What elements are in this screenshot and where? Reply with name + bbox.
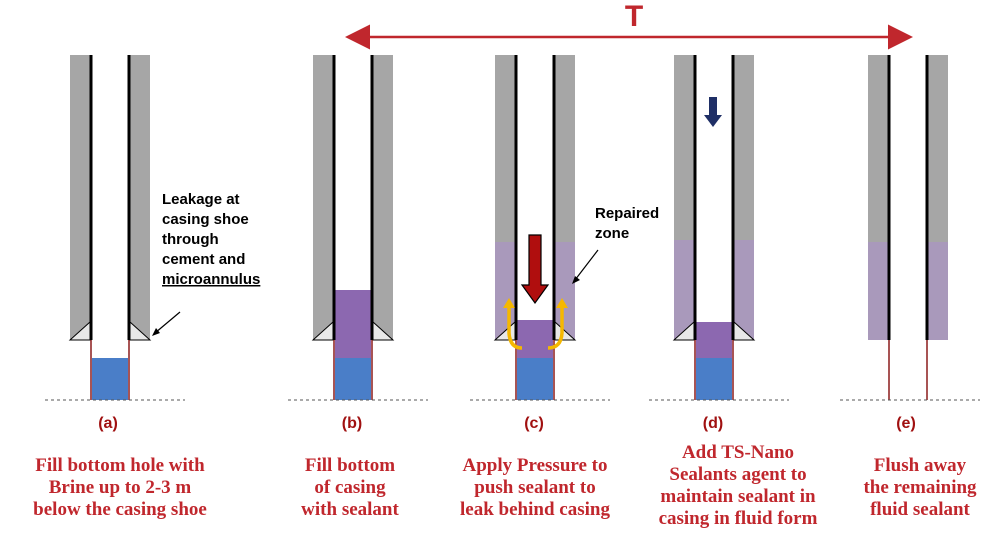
sealant-behind-left bbox=[868, 242, 888, 340]
caption-e-line-2: the remaining bbox=[863, 477, 977, 498]
timeline: T bbox=[345, 0, 913, 50]
pressure-down-arrow bbox=[520, 234, 550, 305]
well-panel-a: (a) bbox=[45, 55, 185, 432]
caption-a-line-1: Fill bottom hole with bbox=[35, 455, 205, 476]
caption-c-line-3: leak behind casing bbox=[460, 499, 610, 520]
leakage-line-1: Leakage at bbox=[162, 191, 240, 208]
brine-fill bbox=[92, 358, 128, 400]
repaired-pointer-head bbox=[572, 276, 580, 284]
repaired-pointer bbox=[574, 249, 599, 281]
timeline-label: T bbox=[625, 0, 643, 33]
cement-right bbox=[373, 55, 393, 340]
brine-fill bbox=[335, 358, 371, 400]
panel-tag-d: (d) bbox=[703, 415, 723, 432]
flow-arrow-left-head bbox=[503, 298, 515, 308]
caption-b-line-3: with sealant bbox=[301, 499, 399, 520]
caption-e-line-3: fluid sealant bbox=[870, 499, 970, 520]
leakage-line-4: cement and bbox=[162, 251, 245, 268]
repaired-line-1: Repaired bbox=[595, 205, 659, 222]
caption-d-line-4: casing in fluid form bbox=[658, 508, 818, 529]
brine-fill bbox=[696, 358, 732, 400]
caption-a-line-2: Brine up to 2-3 m bbox=[48, 477, 192, 498]
well-panel-e: (e) bbox=[840, 55, 980, 432]
panel-tag-c: (c) bbox=[524, 415, 544, 432]
leakage-annotation: Leakage at casing shoe through cement an… bbox=[152, 191, 260, 336]
caption-c-line-1: Apply Pressure to bbox=[462, 455, 608, 476]
caption-b-line-2: of casing bbox=[314, 477, 386, 498]
caption-d: Add TS-Nano Sealants agent to maintain s… bbox=[638, 442, 838, 530]
leakage-pointer-head bbox=[152, 328, 160, 336]
caption-a-line-3: below the casing shoe bbox=[33, 499, 207, 520]
sealant-behind-right bbox=[928, 242, 948, 340]
leakage-pointer bbox=[154, 311, 181, 334]
cement-left bbox=[70, 55, 90, 340]
sealant-fill bbox=[335, 290, 371, 358]
panel-tag-b: (b) bbox=[342, 415, 362, 432]
sealant-fill bbox=[696, 322, 732, 358]
repaired-line-2: zone bbox=[595, 225, 629, 242]
flow-arrow-right-head bbox=[556, 298, 568, 308]
caption-b-line-1: Fill bottom bbox=[304, 455, 396, 476]
caption-b: Fill bottom of casing with sealant bbox=[285, 455, 415, 521]
well-panel-d: (d) bbox=[649, 55, 789, 432]
panel-tag-a: (a) bbox=[98, 415, 118, 432]
well-panel-b: (b) bbox=[288, 55, 428, 432]
leakage-line-5: microannulus bbox=[162, 271, 260, 288]
panel-tag-e: (e) bbox=[896, 415, 916, 432]
well-panel-c: (c) bbox=[470, 55, 610, 432]
leakage-line-2: casing shoe bbox=[162, 211, 249, 228]
sealant-behind-left bbox=[674, 240, 694, 340]
repaired-zone-annotation: Repaired zone bbox=[572, 205, 659, 284]
caption-d-line-3: maintain sealant in bbox=[660, 486, 816, 507]
caption-c-line-2: push sealant to bbox=[474, 477, 596, 498]
caption-e: Flush away the remaining fluid sealant bbox=[850, 455, 990, 521]
nano-down-arrow bbox=[704, 97, 722, 127]
leakage-line-3: through bbox=[162, 231, 219, 248]
caption-c: Apply Pressure to push sealant to leak b… bbox=[440, 455, 630, 521]
caption-d-line-1: Add TS-Nano bbox=[681, 442, 795, 463]
caption-d-line-2: Sealants agent to bbox=[669, 464, 807, 485]
caption-a: Fill bottom hole with Brine up to 2-3 m … bbox=[20, 455, 220, 521]
cement-left bbox=[313, 55, 333, 340]
caption-e-line-1: Flush away bbox=[873, 455, 967, 476]
flow-arrow-left bbox=[507, 305, 523, 350]
sealant-behind-right bbox=[555, 242, 575, 340]
flow-arrow-right bbox=[547, 305, 564, 350]
sealant-behind-right bbox=[734, 240, 754, 340]
sealant-fill bbox=[517, 320, 553, 358]
cement-right bbox=[130, 55, 150, 340]
brine-fill bbox=[517, 358, 553, 400]
